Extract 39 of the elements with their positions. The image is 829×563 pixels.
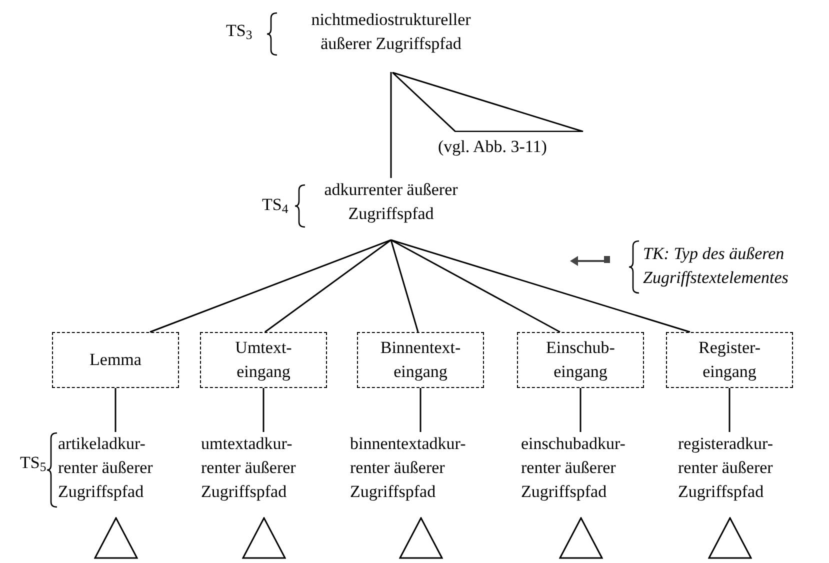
dashed-box bbox=[517, 332, 644, 388]
connector-line bbox=[420, 388, 422, 432]
level-label: TS$_{3}$ bbox=[226, 20, 252, 42]
triangle bbox=[398, 517, 442, 559]
connector-line bbox=[114, 388, 116, 432]
path-label: umtextadkur- renter äußerer Zugriffspfad bbox=[201, 433, 297, 503]
dashed-box bbox=[666, 332, 793, 388]
connector-line bbox=[390, 239, 690, 333]
connector-line bbox=[728, 388, 730, 432]
level-label: TS$_{4}$ bbox=[262, 194, 288, 216]
dashed-box bbox=[52, 332, 179, 388]
path-label: adkurrenter äußerer Zugriffspfad bbox=[323, 179, 459, 225]
level-label: TS$_{5}$ bbox=[20, 452, 46, 474]
path-label: nichtmediostruktureller äußerer Zugriffspfad bbox=[310, 9, 472, 55]
box-label: Umtext- eingang bbox=[234, 337, 293, 383]
connector-line bbox=[580, 388, 582, 432]
path-label: binnentextadkur- renter äußerer Zugriffspfad bbox=[350, 433, 467, 503]
legend-note: TK: Typ des äußeren Zugriffstextelementes bbox=[643, 243, 790, 289]
triangle bbox=[708, 517, 752, 559]
path-label: artikeladkur- renter äußerer Zugriffspfad bbox=[58, 433, 154, 503]
triangle bbox=[392, 72, 584, 132]
connector-line bbox=[390, 72, 392, 178]
connector-line bbox=[150, 239, 392, 333]
box-label: Lemma bbox=[88, 349, 142, 371]
reference-note: (vgl. Abb. 3-11) bbox=[438, 136, 547, 158]
triangle bbox=[558, 517, 602, 559]
box-label: Einschub- eingang bbox=[545, 337, 616, 383]
connector-line bbox=[390, 239, 560, 333]
path-label: einschubadkur- renter äußerer Zugriffspfad bbox=[521, 433, 626, 503]
dashed-box bbox=[357, 332, 484, 388]
triangle bbox=[242, 517, 286, 559]
connector-line bbox=[264, 239, 392, 333]
connector-line bbox=[390, 240, 419, 332]
triangle bbox=[94, 517, 138, 559]
path-label: registeradkur- renter äußerer Zugriffspfad bbox=[678, 433, 774, 503]
box-label: Binnentext- eingang bbox=[379, 337, 462, 383]
dashed-box bbox=[200, 332, 327, 388]
box-label: Register- eingang bbox=[698, 337, 762, 383]
connector-line bbox=[262, 388, 264, 432]
